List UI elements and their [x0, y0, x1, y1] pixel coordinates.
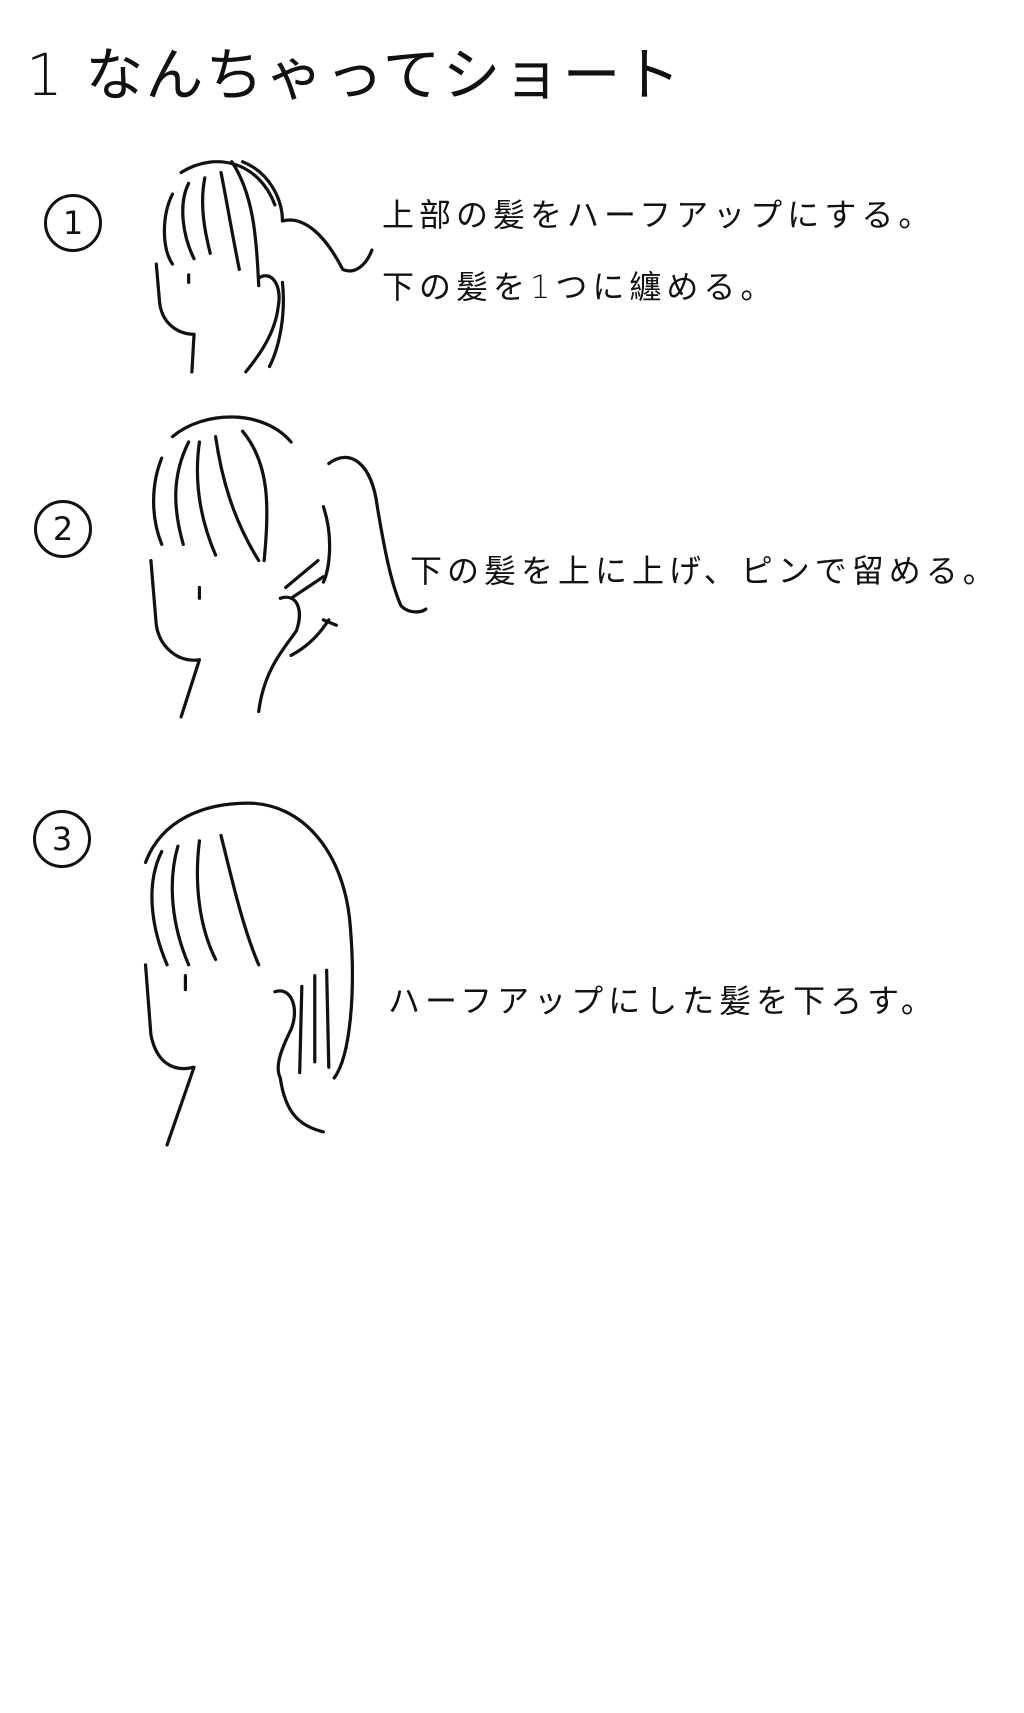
head-illustration-step-1 [154, 160, 374, 374]
step-1-number: 1 [44, 194, 102, 252]
step-1-text-line-1: 上部の髪をハーフアップにする。 [382, 196, 936, 234]
step-3-number: 3 [33, 810, 91, 868]
step-3-text: ハーフアップにした髪を下ろす。 [388, 982, 938, 1020]
head-illustration-step-3 [143, 801, 354, 1147]
step-2-number: 2 [34, 500, 92, 558]
step-2-text: 下の髪を上に上げ、ピンで留める。 [410, 552, 1000, 590]
head-illustration-step-2 [149, 415, 428, 719]
page-title: 1 なんちゃってショート [26, 41, 683, 109]
step-1-text-line-2: 下の髪を1つに纏める。 [382, 268, 778, 306]
